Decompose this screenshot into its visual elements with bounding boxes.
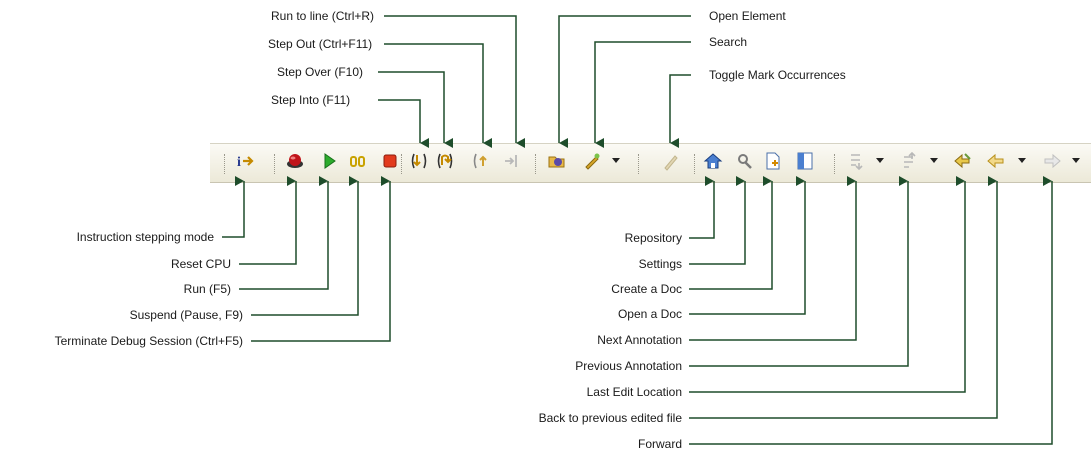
toolbar-separator (535, 154, 538, 174)
search-icon[interactable] (582, 151, 602, 171)
toolbar-separator (834, 154, 837, 174)
chevron-down-icon[interactable] (1072, 158, 1080, 163)
label-next-annotation: Next Annotation (597, 333, 682, 347)
repository-icon[interactable] (703, 151, 723, 171)
step-into-icon[interactable] (409, 151, 429, 171)
label-open-doc: Open a Doc (617, 307, 682, 321)
forward-icon[interactable] (1042, 151, 1062, 171)
toolbar-separator (638, 154, 641, 174)
open-doc-icon[interactable] (795, 151, 815, 171)
connector-line (689, 176, 909, 367)
back-icon[interactable] (986, 151, 1006, 171)
label-run: Run (F5) (183, 282, 231, 296)
chevron-down-icon[interactable] (612, 158, 620, 163)
label-repository: Repository (624, 231, 682, 245)
label-last-edit: Last Edit Location (586, 385, 682, 399)
next-annotation-icon[interactable] (846, 151, 866, 171)
label-instruction-stepping: Instruction stepping mode (76, 230, 214, 244)
label-search: Search (709, 35, 748, 49)
last-edit-icon[interactable] (953, 151, 973, 171)
label-open-element: Open Element (709, 9, 786, 23)
label-suspend: Suspend (Pause, F9) (129, 308, 243, 322)
label-step-over: Step Over (F10) (277, 65, 364, 79)
step-over-icon[interactable] (435, 151, 455, 171)
connector-line (689, 176, 998, 419)
create-doc-icon[interactable] (763, 151, 783, 171)
chevron-down-icon[interactable] (930, 158, 938, 163)
instruction-stepping-icon[interactable]: i (236, 151, 256, 171)
reset-cpu-icon[interactable] (285, 151, 305, 171)
label-terminate: Terminate Debug Session (Ctrl+F5) (54, 334, 243, 348)
toolbar-separator (694, 154, 697, 174)
run-to-line-icon[interactable] (502, 151, 522, 171)
toggle-mark-icon[interactable] (661, 151, 681, 171)
open-element-icon[interactable] (547, 151, 567, 171)
step-out-icon[interactable] (471, 151, 491, 171)
label-previous-annotation: Previous Annotation (575, 359, 682, 373)
terminate-icon[interactable] (380, 151, 400, 171)
connector-line (689, 176, 773, 290)
run-icon[interactable] (319, 151, 339, 171)
connector-line (689, 176, 966, 393)
suspend-icon[interactable] (348, 151, 368, 171)
connector-line (689, 176, 857, 341)
toolbar-separator (274, 154, 277, 174)
label-step-out: Step Out (Ctrl+F11) (268, 37, 373, 51)
label-step-into: Step Into (F11) (271, 93, 351, 107)
chevron-down-icon[interactable] (876, 158, 884, 163)
label-forward: Forward (637, 437, 682, 451)
label-back-edited: Back to previous edited file (538, 411, 682, 425)
settings-icon[interactable] (735, 151, 755, 171)
label-settings: Settings (638, 257, 682, 271)
label-create-doc: Create a Doc (611, 282, 682, 296)
connector-line (689, 176, 1053, 445)
chevron-down-icon[interactable] (1018, 158, 1026, 163)
connector-line (689, 176, 806, 315)
connector-line (689, 176, 746, 265)
label-reset-cpu: Reset CPU (170, 257, 231, 271)
toolbar-separator (401, 154, 404, 174)
toolbar-separator (224, 154, 227, 174)
connector-line (689, 176, 715, 239)
svg-text:i: i (237, 155, 241, 170)
previous-annotation-icon[interactable] (899, 151, 919, 171)
label-run-to-line: Run to line (Ctrl+R) (271, 9, 375, 23)
label-toggle-mark: Toggle Mark Occurrences (709, 68, 846, 82)
